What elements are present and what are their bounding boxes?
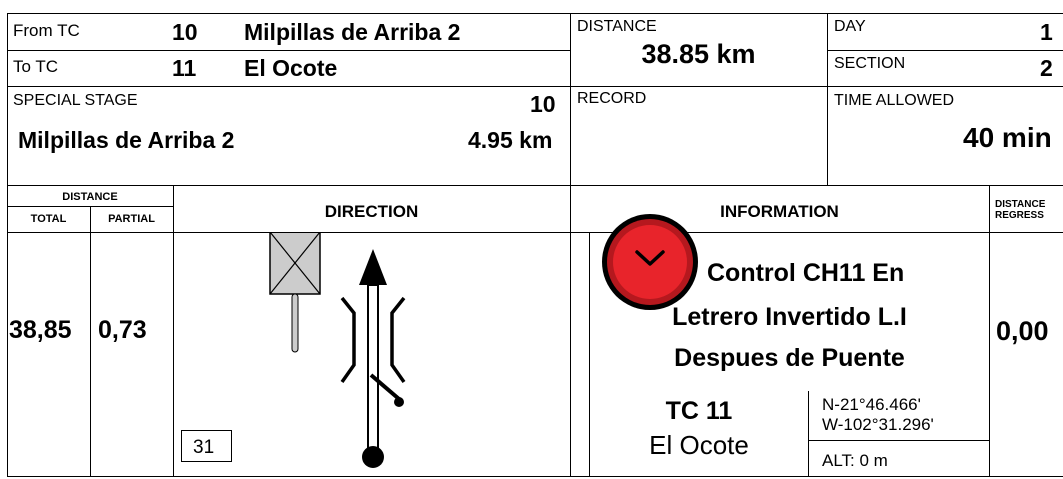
information-header: INFORMATION <box>720 202 839 221</box>
section-label: SECTION <box>834 55 906 72</box>
section-value: 2 <box>1040 55 1053 81</box>
distance-header: DISTANCE <box>62 191 118 203</box>
distance-value: 38.85 km <box>641 39 756 69</box>
to-tc-name: El Ocote <box>244 55 338 81</box>
record-label: RECORD <box>577 90 647 107</box>
tc-code: TC 11 <box>665 397 733 425</box>
special-stage-length: 4.95 km <box>468 127 553 153</box>
from-tc-number: 10 <box>172 19 198 45</box>
total-distance: 38,85 <box>9 316 72 344</box>
to-tc-label: To TC <box>13 57 59 76</box>
from-tc-name: Milpillas de Arriba 2 <box>244 19 461 45</box>
longitude: W-102°31.296' <box>822 415 934 434</box>
special-stage-number: 10 <box>530 91 556 117</box>
partial-header: PARTIAL <box>108 213 155 225</box>
distance-regressive-header-1: DISTANCE <box>995 199 1046 210</box>
special-stage-name: Milpillas de Arriba 2 <box>18 127 235 153</box>
latitude: N-21°46.466' <box>822 395 921 414</box>
crossed-sign-post-icon <box>269 233 321 353</box>
distance-regressive-header-2: REGRESS <box>995 210 1044 221</box>
distance-label: DISTANCE <box>577 18 657 35</box>
regressive-distance: 0,00 <box>996 316 1049 346</box>
direction-header: DIRECTION <box>324 202 419 221</box>
altitude: ALT: 0 m <box>822 451 888 470</box>
day-value: 1 <box>1040 19 1053 45</box>
info-line-2: Letrero Invertido L.I <box>672 303 907 331</box>
box-number: 31 <box>181 430 232 462</box>
time-allowed-label: TIME ALLOWED <box>834 92 955 109</box>
time-allowed-value: 40 min <box>963 122 1052 153</box>
total-header: TOTAL <box>30 213 67 225</box>
to-tc-number: 11 <box>172 55 197 81</box>
straight-arrow-bridge-icon <box>340 249 406 468</box>
tc-name: El Ocote <box>649 430 749 460</box>
box-number-text: 31 <box>193 437 215 458</box>
from-tc-label: From TC <box>13 21 80 40</box>
day-label: DAY <box>834 18 866 35</box>
special-stage-label: SPECIAL STAGE <box>13 92 138 109</box>
direction-diagram <box>269 233 406 468</box>
clock-control-icon <box>602 214 698 310</box>
info-line-3: Despues de Puente <box>674 344 905 372</box>
info-line-1: Control CH11 En <box>707 259 905 287</box>
partial-distance: 0,73 <box>98 316 147 344</box>
